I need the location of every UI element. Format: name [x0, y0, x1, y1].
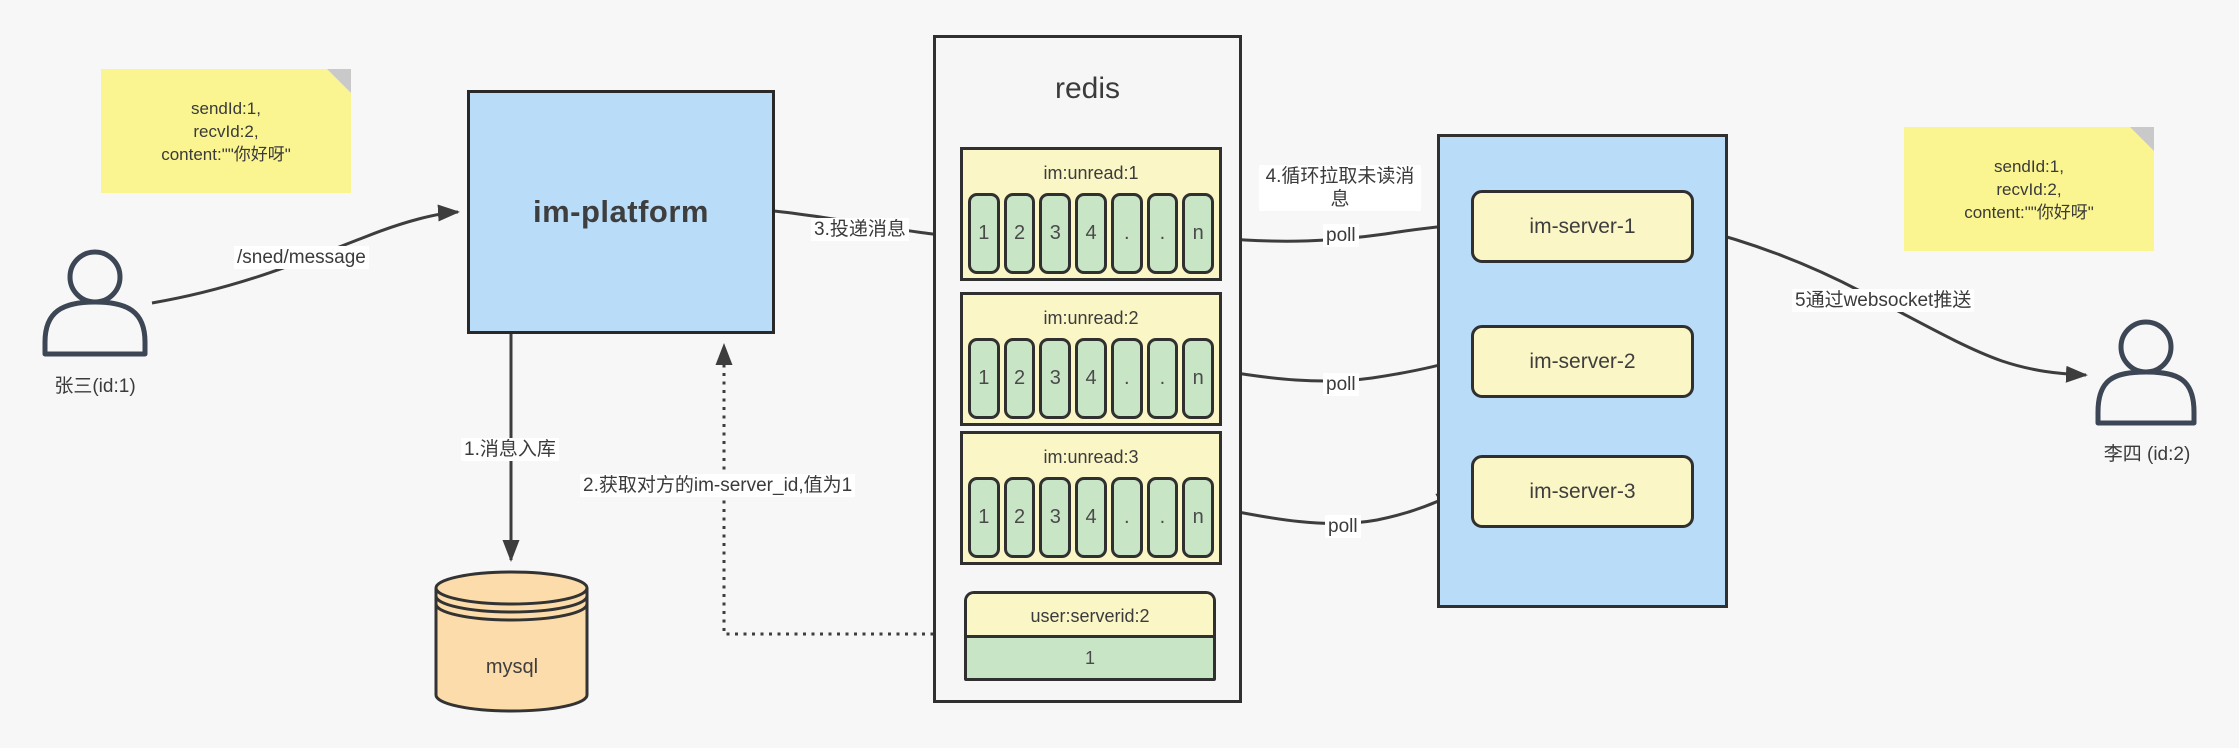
queue-cell: 2: [1003, 193, 1036, 274]
label-step4-poll-unread: 4.循环拉取未读消息: [1259, 165, 1421, 211]
sender-person-icon: [42, 249, 148, 357]
im-server-1-box: im-server-1: [1471, 190, 1694, 263]
receiver-label: 李四 (id:2): [2103, 444, 2191, 465]
queue-cells: 1 2 3 4 . . n: [963, 338, 1219, 423]
queue-cell: .: [1146, 338, 1179, 419]
user-serverid-mapping: user:serverid:2 1: [964, 591, 1216, 681]
queue-cell: 3: [1039, 477, 1072, 558]
queue-header: im:unread:2: [1043, 308, 1139, 328]
queue-cell: 4: [1075, 338, 1107, 419]
queue-cell: .: [1146, 193, 1179, 274]
queue-header: im:unread:3: [1043, 447, 1139, 467]
im-server-cluster: im-server-1 im-server-2 im-server-3: [1437, 134, 1728, 608]
mysql-cylinder-icon: [434, 570, 589, 713]
queue-cell: .: [1110, 477, 1143, 558]
unread-queue-2: im:unread:2 1 2 3 4 . . n: [960, 292, 1222, 426]
queue-cell: 3: [1039, 338, 1072, 419]
queue-cell: 2: [1003, 477, 1036, 558]
note-line: content:""你好呀": [161, 144, 291, 164]
label-poll-2: poll: [1323, 373, 1359, 396]
queue-cell: .: [1146, 477, 1179, 558]
im-platform-box: im-platform: [467, 90, 775, 334]
queue-header: im:unread:1: [1043, 163, 1139, 183]
label-poll-1: poll: [1323, 224, 1359, 247]
label-step3-deliver: 3.投递消息: [811, 218, 909, 241]
sticky-note-push-payload: sendId:1, recvId:2, content:""你好呀": [1904, 127, 2154, 251]
queue-cell: 1: [968, 193, 1000, 274]
sender-label: 张三(id:1): [54, 376, 136, 397]
unread-queue-3: im:unread:3 1 2 3 4 . . n: [960, 431, 1222, 565]
note-line: content:""你好呀": [1964, 202, 2094, 222]
queue-cells: 1 2 3 4 . . n: [963, 193, 1219, 278]
mysql-label: mysql: [485, 656, 539, 678]
sticky-note-request: sendId:1, recvId:2, content:""你好呀": [101, 69, 351, 193]
arrow-websocket-push: [1690, 225, 2088, 383]
queue-cells: 1 2 3 4 . . n: [963, 477, 1219, 562]
queue-cell: 4: [1075, 477, 1107, 558]
redis-container: redis im:unread:1 1 2 3 4 . . n im:unrea…: [933, 35, 1242, 703]
queue-cell: n: [1182, 193, 1215, 274]
mapping-value: 1: [967, 638, 1213, 678]
note-line: sendId:1,: [191, 98, 261, 118]
queue-cell: 1: [968, 338, 1000, 419]
queue-cell: 2: [1003, 338, 1036, 419]
label-step1-store: 1.消息入库: [461, 438, 559, 461]
note-line: recvId:2,: [1996, 179, 2062, 199]
note-line: sendId:1,: [1994, 156, 2064, 176]
queue-cell: 1: [968, 477, 1000, 558]
queue-cell: n: [1182, 338, 1215, 419]
label-poll-3: poll: [1325, 515, 1361, 538]
im-server-2-box: im-server-2: [1471, 325, 1694, 398]
arrow-get-serverid-dotted: [715, 343, 959, 636]
arrow-poll-2: [1217, 356, 1463, 383]
arrow-send-message: [151, 204, 460, 305]
note-line: recvId:2,: [193, 121, 259, 141]
queue-cell: .: [1110, 193, 1143, 274]
unread-queue-1: im:unread:1 1 2 3 4 . . n: [960, 147, 1222, 281]
im-server-3-box: im-server-3: [1471, 455, 1694, 528]
queue-cell: .: [1110, 338, 1143, 419]
label-step5-websocket: 5通过websocket推送: [1792, 289, 1975, 312]
label-step2-get-serverid: 2.获取对方的im-server_id,值为1: [580, 474, 856, 497]
mapping-key: user:serverid:2: [967, 594, 1213, 638]
redis-title: redis: [1054, 72, 1121, 105]
queue-cell: n: [1182, 477, 1215, 558]
queue-cell: 4: [1075, 193, 1107, 274]
queue-cell: 3: [1039, 193, 1072, 274]
label-send-api: /sned/message: [234, 246, 369, 269]
receiver-person-icon: [2095, 319, 2197, 426]
